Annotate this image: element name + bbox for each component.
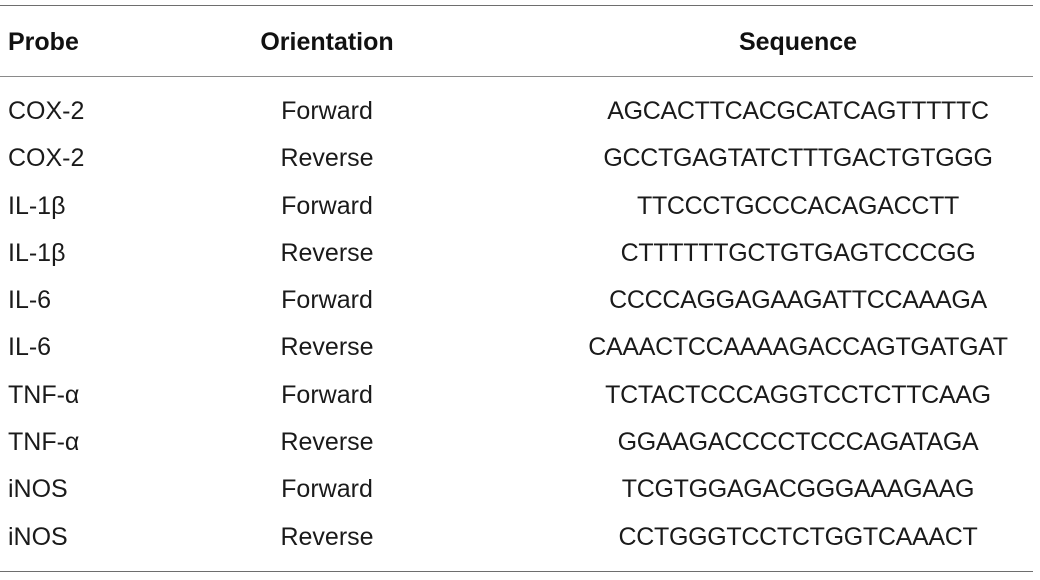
probe-cell: IL-1β — [8, 238, 66, 267]
table-header-row: Probe Orientation Sequence — [0, 5, 1040, 76]
table-row: IL-6 Forward CCCCAGGAGAAGATTCCAAAGA — [0, 277, 1040, 324]
orientation-cell: Forward — [281, 380, 373, 409]
table-row: iNOS Reverse CCTGGGTCCTCTGGTCAAACT — [0, 514, 1040, 561]
orientation-cell: Reverse — [280, 428, 374, 457]
probe-cell: TNF-α — [8, 380, 80, 409]
sequence-cell: GCCTGAGTATCTTTGACTGTGGG — [603, 144, 993, 173]
probe-cell: iNOS — [8, 522, 68, 551]
sequence-cell: GGAAGACCCCTCCCAGATAGA — [617, 428, 979, 457]
sequence-cell: AGCACTTCACGCATCAGTTTTTC — [607, 97, 989, 125]
probe-cell: IL-1β — [8, 191, 66, 220]
table-row: iNOS Forward TCGTGGAGACGGGAAAGAAG — [0, 466, 1040, 513]
orientation-cell: Forward — [281, 286, 373, 315]
orientation-cell: Reverse — [280, 238, 374, 267]
orientation-cell: Forward — [281, 97, 373, 125]
sequence-cell: CAAACTCCAAAAGACCAGTGATGAT — [588, 333, 1008, 362]
header-sequence: Sequence — [738, 28, 858, 56]
table-row: IL-1β Forward TTCCCTGCCCACAGACCTT — [0, 183, 1040, 230]
header-orientation: Orientation — [260, 28, 394, 56]
table-header-rule — [0, 76, 1033, 77]
sequence-cell: TTCCCTGCCCACAGACCTT — [636, 191, 960, 220]
table-row: TNF-α Forward TCTACTCCCAGGTCCTCTTCAAG — [0, 372, 1040, 419]
sequence-cell: CCTGGGTCCTCTGGTCAAACT — [618, 522, 978, 551]
orientation-cell: Reverse — [280, 144, 374, 173]
sequence-cell: CCCCAGGAGAAGATTCCAAAGA — [609, 286, 987, 315]
table-row: COX-2 Reverse GCCTGAGTATCTTTGACTGTGGG — [0, 135, 1040, 182]
sequence-cell: CTTTTTTGCTGTGAGTCCCGG — [620, 238, 976, 267]
orientation-cell: Forward — [281, 475, 373, 504]
table-row: IL-1β Reverse CTTTTTTGCTGTGAGTCCCGG — [0, 230, 1040, 277]
probe-cell: TNF-α — [8, 428, 80, 457]
probe-cell: IL-6 — [8, 286, 52, 315]
table-row: TNF-α Reverse GGAAGACCCCTCCCAGATAGA — [0, 419, 1040, 466]
orientation-cell: Reverse — [280, 333, 374, 362]
header-probe: Probe — [8, 28, 79, 56]
sequence-cell: TCTACTCCCAGGTCCTCTTCAAG — [605, 380, 991, 409]
probe-cell: iNOS — [8, 475, 68, 504]
table-row: COX-2 Forward AGCACTTCACGCATCAGTTTTTC — [0, 88, 1040, 135]
probe-cell: COX-2 — [8, 97, 85, 125]
table-body: COX-2 Forward AGCACTTCACGCATCAGTTTTTC CO… — [0, 88, 1040, 561]
probe-cell: IL-6 — [8, 333, 52, 362]
orientation-cell: Reverse — [280, 522, 374, 551]
table-bottom-rule — [0, 571, 1033, 572]
sequence-cell: TCGTGGAGACGGGAAAGAAG — [621, 475, 975, 504]
probe-cell: COX-2 — [8, 144, 85, 173]
table-row: IL-6 Reverse CAAACTCCAAAAGACCAGTGATGAT — [0, 324, 1040, 371]
orientation-cell: Forward — [281, 191, 373, 220]
table-top-rule — [0, 5, 1033, 6]
